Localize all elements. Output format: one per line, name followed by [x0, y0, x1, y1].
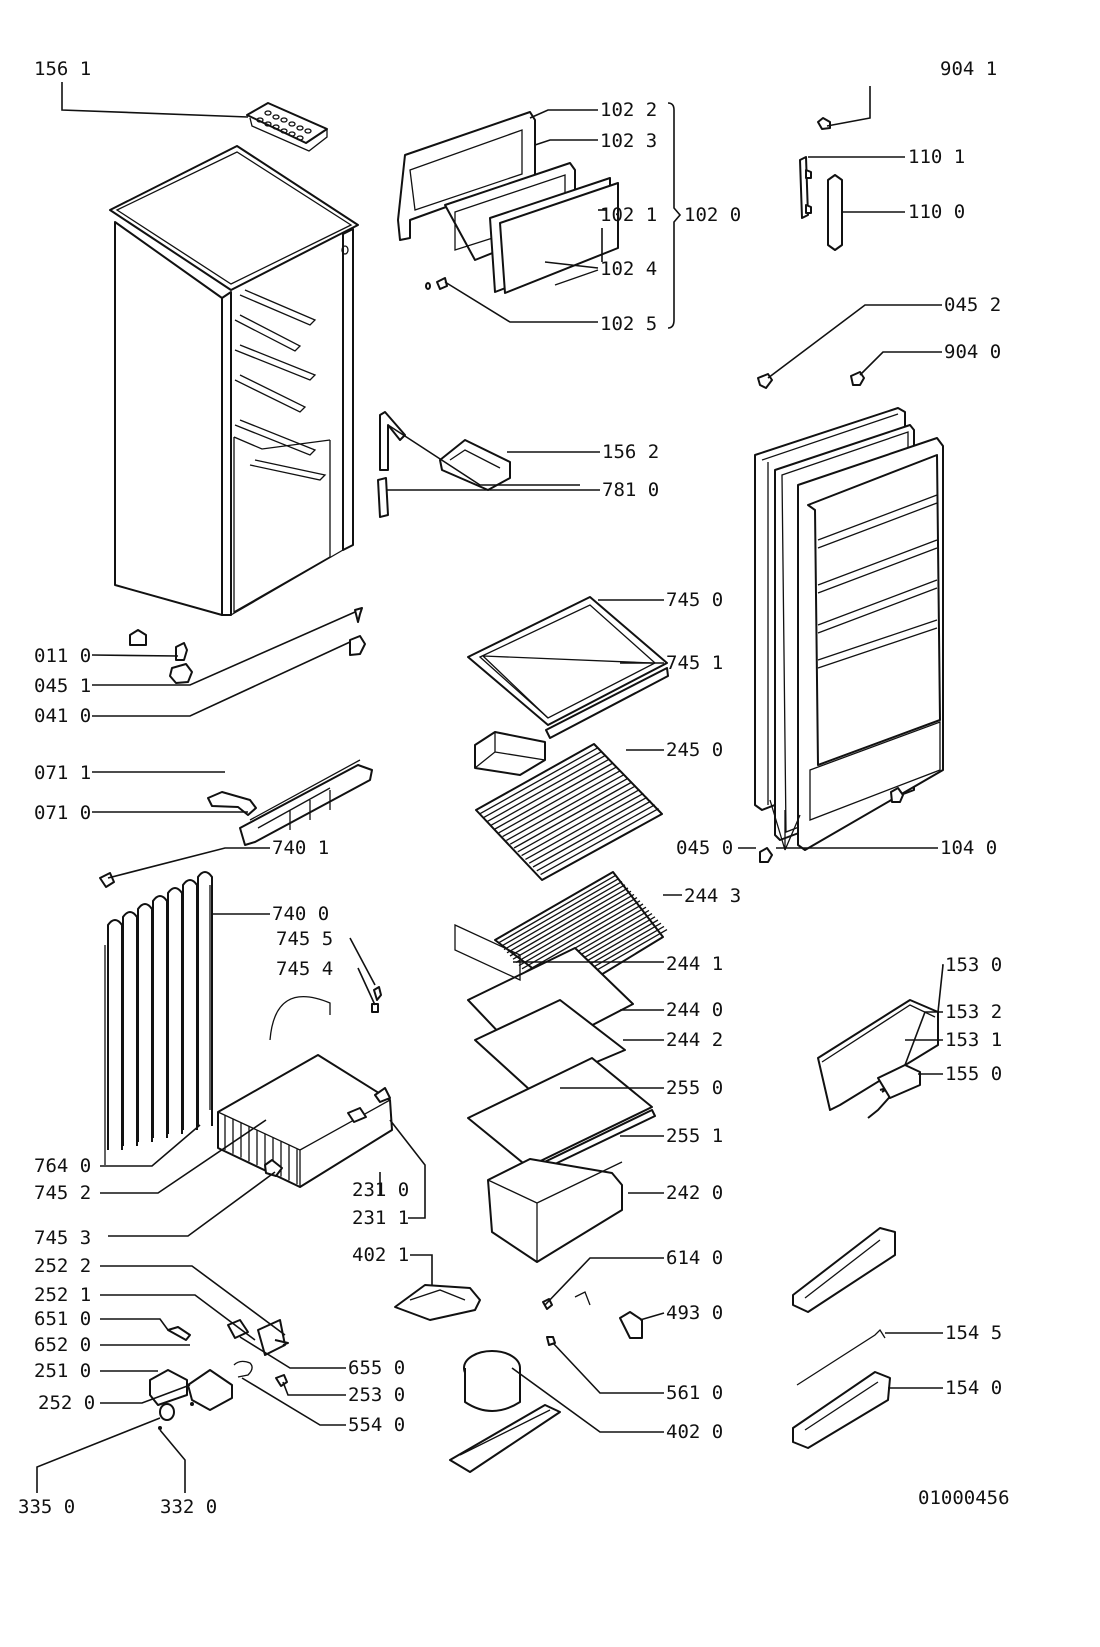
- callout-label-handle-base: 110 1: [908, 146, 965, 168]
- feet-drawing: [129, 629, 193, 684]
- callout-label-shelf-rear-guard: 244 1: [666, 953, 723, 975]
- callout-label-drain-spout: 745 3: [34, 1227, 91, 1249]
- callout-label-evaporator-screw: 745 5: [276, 928, 333, 950]
- callout-label-bottle-retainer-wire: 154 5: [945, 1322, 1002, 1344]
- callout-label-crisper-cover-glass: 255 0: [666, 1077, 723, 1099]
- ice-holder-drawing: [377, 411, 511, 518]
- callout-label-flap-pin: 153 2: [945, 1001, 1002, 1023]
- condenser-drawing: [104, 871, 213, 1165]
- callout-label-compressor: 402 0: [666, 1421, 723, 1443]
- callout-label-knob-screw: 332 0: [160, 1496, 217, 1518]
- callout-label-door-assembly: 104 0: [940, 837, 997, 859]
- callout-label-freezer-flap-inner-frame: 102 3: [600, 130, 657, 152]
- callout-label-lower-hinge-pin: 045 1: [34, 675, 91, 697]
- callout-label-freezer-flap-frame: 102 2: [600, 99, 657, 121]
- callout-label-control-knob: 335 0: [18, 1496, 75, 1518]
- ice-cube-tray-drawing: [246, 102, 328, 152]
- callout-label-door-stop: 904 0: [944, 341, 1001, 363]
- freezer-flap-drawing: [397, 111, 619, 294]
- callout-label-wire-shelf-with-frame: 244 0: [666, 999, 723, 1021]
- callout-label-kick-plate-clip: 071 1: [34, 762, 91, 784]
- callout-label-lower-hinge: 041 0: [34, 705, 91, 727]
- callout-label-flap-spring: 153 1: [945, 1029, 1002, 1051]
- callout-label-flap-trim: 102 4: [600, 258, 657, 280]
- crisper-drawer-drawing: [487, 1158, 623, 1263]
- callout-label-condenser-clip: 740 1: [272, 837, 329, 859]
- handle-drawing: [799, 117, 843, 251]
- callout-label-freezer-flap-panel: 102 1: [600, 204, 657, 226]
- misc-small-parts-drawing: [99, 872, 391, 1177]
- evaporator-drawing: [217, 986, 393, 1188]
- callout-label-drier-filter: 764 0: [34, 1155, 91, 1177]
- callout-label-overload-protector: 561 0: [666, 1382, 723, 1404]
- callout-label-thermostat-board: 252 1: [34, 1284, 91, 1306]
- leader-lines: [36, 82, 944, 1493]
- callout-label-clamp: 231 0: [352, 1179, 409, 1201]
- callout-label-cover-trim: 745 1: [666, 652, 723, 674]
- thermostat-parts-drawing: [149, 1319, 289, 1430]
- callout-label-lamp-holder: 651 0: [34, 1308, 91, 1330]
- callout-label-bottle-shelf: 154 0: [945, 1377, 1002, 1399]
- callout-label-thermostat-bracket: 251 0: [34, 1360, 91, 1382]
- callout-label-evaporator-cover: 745 0: [666, 589, 723, 611]
- callout-label-thermostat: 554 0: [348, 1414, 405, 1436]
- callout-label-light-bulb: 652 0: [34, 1334, 91, 1356]
- callout-label-kick-plate: 071 0: [34, 802, 91, 824]
- drawing-number: 01000456: [918, 1487, 1010, 1509]
- callout-label-ice-cube-tray: 156 1: [34, 58, 91, 80]
- lower-hinge-drawing: [349, 607, 366, 656]
- compressor-drawing: [394, 1284, 643, 1473]
- callout-label-evaporation-tray: 402 1: [352, 1244, 409, 1266]
- callout-label-upper-hinge-bush: 045 2: [944, 294, 1001, 316]
- callout-label-drip-tray-shelf: 245 0: [666, 739, 723, 761]
- callout-label-glass-trim: 255 1: [666, 1125, 723, 1147]
- callout-label-shelf-trim: 244 2: [666, 1029, 723, 1051]
- callout-label-evaporator-washer: 745 4: [276, 958, 333, 980]
- callout-label-ice-tray-holder: 156 2: [602, 441, 659, 463]
- small-box-drawing: [474, 731, 546, 776]
- callout-label-evaporator: 745 2: [34, 1182, 91, 1204]
- kick-plate-drawing: [207, 759, 373, 846]
- callout-label-wire-shelf: 244 3: [684, 885, 741, 907]
- callout-label-dairy-compartment-flap: 153 0: [945, 954, 1002, 976]
- callout-label-condenser: 740 0: [272, 903, 329, 925]
- door-drawing: [754, 371, 944, 863]
- callout-label-terminal-cover: 493 0: [666, 1302, 723, 1324]
- callout-label-lamp-switch-bracket: 252 2: [34, 1255, 91, 1277]
- cabinet-drawing: [109, 145, 359, 616]
- callout-label-thermostat-housing: 252 0: [38, 1392, 95, 1414]
- callout-label-flap-hinge-pin: 102 5: [600, 313, 657, 335]
- dairy-flap-drawing: [817, 999, 939, 1119]
- callout-label-handle-screw: 904 1: [940, 58, 997, 80]
- callout-label-freezer-flap-assembly: 102 0: [684, 204, 741, 226]
- callout-label-egg-tray: 155 0: [945, 1063, 1002, 1085]
- callout-label-thermostat-knob-shaft: 781 0: [602, 479, 659, 501]
- callout-label-crisper-drawer: 242 0: [666, 1182, 723, 1204]
- bottle-shelves-drawing: [792, 1227, 896, 1449]
- callout-label-adjustable-foot: 011 0: [34, 645, 91, 667]
- callout-label-door-handle: 110 0: [908, 201, 965, 223]
- callout-labels: 156 1 102 2 102 3 102 1 102 4 102 5 102 0 904 1…: [18, 58, 1002, 1518]
- evaporator-cover-drawing: [467, 596, 669, 739]
- callout-label-switch-button: 253 0: [348, 1384, 405, 1406]
- callout-label-relay: 614 0: [666, 1247, 723, 1269]
- callout-label-door-switch: 655 0: [348, 1357, 405, 1379]
- callout-label-thermostat-sensor: 231 1: [352, 1207, 409, 1229]
- callout-label-door-bottom-hinge-bush: 045 0: [676, 837, 733, 859]
- wire-shelves-drawing: [454, 743, 668, 1177]
